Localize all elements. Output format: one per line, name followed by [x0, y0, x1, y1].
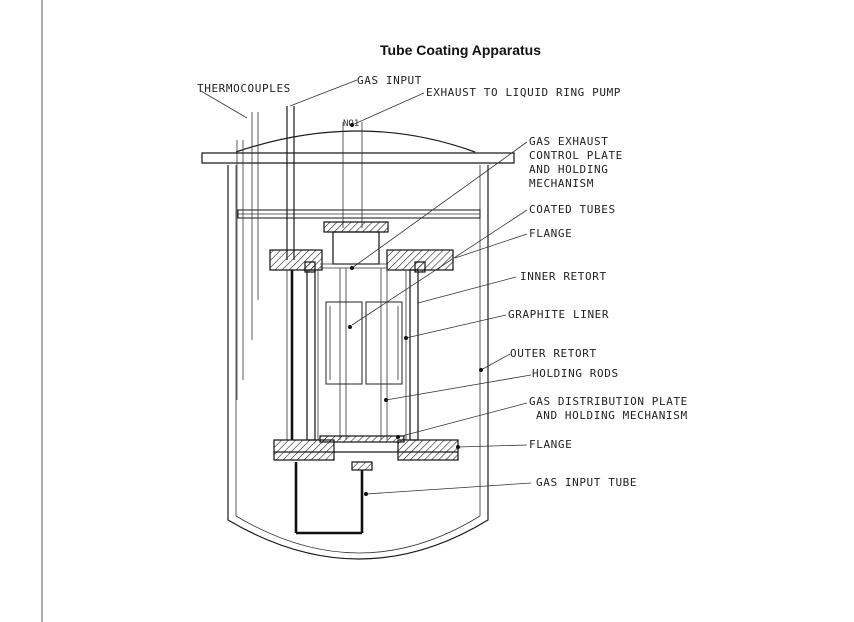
leader-lines [200, 79, 532, 495]
bottom-flange-shape [273, 439, 459, 471]
gas-input-line [286, 106, 364, 535]
exhaust-pipe-shape: NO1 [323, 119, 389, 265]
holding-rods-shape [339, 268, 388, 440]
label-gas-exhaust-2: CONTROL PLATE [529, 149, 623, 162]
label-graphite-liner: GRAPHITE LINER [508, 308, 609, 321]
coated-tubes-shape [325, 301, 403, 385]
label-outer-retort: OUTER RETORT [510, 347, 597, 360]
label-gas-dist-2: AND HOLDING MECHANISM [536, 409, 688, 422]
label-flange-top: FLANGE [529, 227, 572, 240]
label-exhaust: EXHAUST TO LIQUID RING PUMP [426, 86, 621, 99]
outer-retort-shape [201, 130, 515, 560]
label-holding-rods: HOLDING RODS [532, 367, 619, 380]
label-gas-input-tube: GAS INPUT TUBE [536, 476, 637, 489]
label-gas-exhaust-4: MECHANISM [529, 177, 594, 190]
leader-dots [348, 123, 483, 496]
top-flange-shape [269, 249, 454, 273]
label-gas-input: GAS INPUT [357, 74, 422, 87]
thermocouple-rods [236, 112, 259, 400]
label-flange-bottom: FLANGE [529, 438, 572, 451]
label-gas-exhaust-3: AND HOLDING [529, 163, 608, 176]
label-inner-retort: INNER RETORT [520, 270, 607, 283]
gas-distribution-plate-shape [319, 435, 405, 443]
label-coated-tubes: COATED TUBES [529, 203, 616, 216]
diagram-title: Tube Coating Apparatus [380, 42, 541, 58]
label-gas-dist-1: GAS DISTRIBUTION PLATE [529, 395, 688, 408]
label-thermocouples: THERMOCOUPLES [197, 82, 291, 95]
label-gas-exhaust-1: GAS EXHAUST [529, 135, 608, 148]
